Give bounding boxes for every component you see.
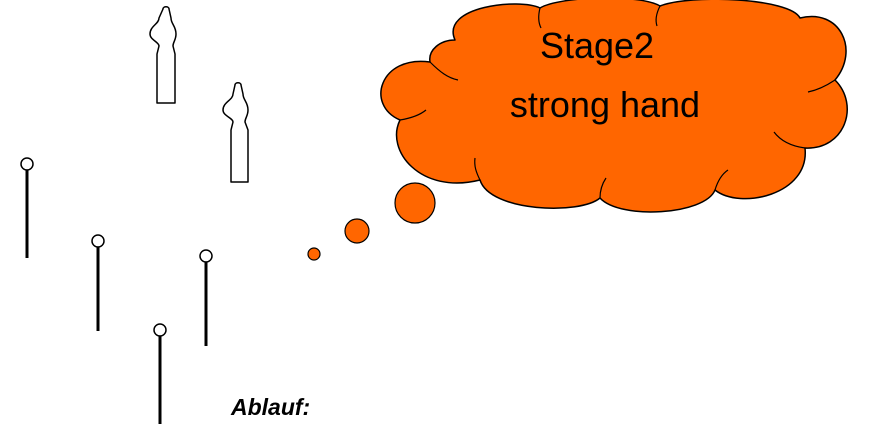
thought-trail-small bbox=[308, 248, 320, 260]
thought-cloud: Stage2 strong hand bbox=[381, 0, 847, 212]
caption-label: Ablauf: bbox=[231, 396, 310, 419]
pin-marker-1 bbox=[21, 158, 33, 258]
silhouette-target-1 bbox=[150, 7, 176, 103]
thought-trail-large bbox=[395, 183, 435, 223]
thought-trail-medium bbox=[345, 219, 369, 243]
silhouette-target-2 bbox=[223, 83, 248, 182]
thought-cloud-line-2: strong hand bbox=[510, 84, 700, 125]
pin-marker-3 bbox=[200, 250, 212, 346]
pin-marker-2 bbox=[92, 235, 104, 331]
pin-marker-4 bbox=[154, 324, 166, 424]
thought-cloud-line-1: Stage2 bbox=[540, 25, 654, 66]
